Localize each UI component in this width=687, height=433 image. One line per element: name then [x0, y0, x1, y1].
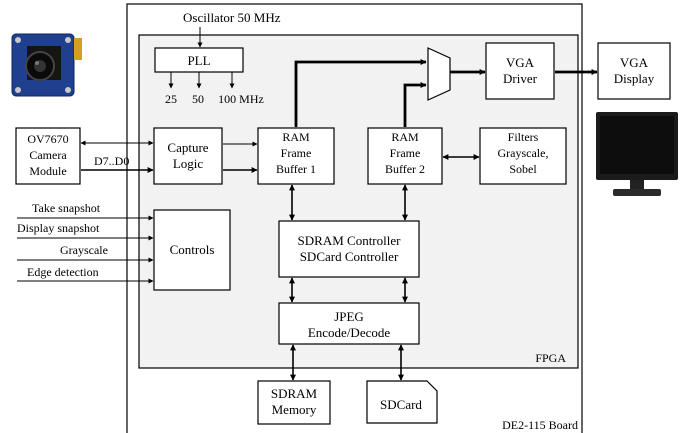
filters-line3: Sobel — [509, 162, 537, 176]
sdram-memory-block — [257, 380, 331, 425]
camera-module-image — [11, 33, 82, 97]
sdcard-block — [366, 380, 438, 424]
jpeg-line1: JPEG — [334, 309, 364, 324]
camera-line3: Module — [29, 164, 66, 178]
camera-module-block — [15, 127, 81, 185]
ram2-to-mux-arrow — [403, 82, 427, 127]
ram1-to-mux-arrow — [294, 59, 427, 127]
monitor-image — [596, 112, 678, 196]
capture-line2: Logic — [173, 156, 204, 171]
control-input-edge-detection: Edge detection — [27, 265, 99, 279]
ram1-line3: Buffer 1 — [276, 162, 316, 176]
camera-line1: OV7670 — [27, 132, 68, 146]
control-input-take-snapshot: Take snapshot — [32, 201, 101, 215]
fpga-label: FPGA — [535, 351, 566, 365]
filters-line2: Grayscale, — [498, 146, 549, 160]
pll-output-100: 100 MHz — [218, 92, 264, 106]
filters-block — [479, 127, 567, 185]
capture-line1: Capture — [167, 140, 208, 155]
sdram-sdcard-controller-block — [278, 220, 420, 278]
capture-logic-block — [153, 127, 223, 185]
control-input-display-snapshot: Display snapshot — [17, 221, 100, 235]
ram2-line2: Frame — [390, 146, 421, 160]
controls-label: Controls — [170, 242, 215, 257]
oscillator-label: Oscillator 50 MHz — [183, 10, 281, 25]
vga-display-line2: Display — [614, 71, 655, 86]
pll-output-50: 50 — [192, 92, 204, 106]
board-label: DE2-115 Board — [502, 418, 578, 432]
jpeg-line2: Encode/Decode — [308, 325, 391, 340]
vga-driver-line1: VGA — [506, 55, 535, 70]
controls-block — [153, 209, 231, 291]
ram-frame-buffer-2-block — [367, 127, 443, 185]
control-input-grayscale: Grayscale — [60, 243, 108, 257]
ram2-line1: RAM — [391, 130, 419, 144]
camera-bus-label: D7..D0 — [94, 154, 129, 168]
pll-label: PLL — [187, 53, 210, 68]
sdram-controller-label: SDRAM Controller — [298, 233, 402, 248]
sdram-memory-line2: Memory — [272, 402, 317, 417]
sdcard-controller-label: SDCard Controller — [300, 249, 399, 264]
jpeg-codec-block — [278, 302, 420, 345]
camera-line2: Camera — [29, 148, 67, 162]
video-multiplexer — [427, 47, 451, 101]
pll-block — [154, 47, 244, 73]
vga-driver-block — [485, 42, 555, 100]
pll-output-25: 25 — [165, 92, 177, 106]
sdram-memory-line1: SDRAM — [271, 386, 318, 401]
ram-frame-buffer-1-block — [257, 127, 335, 185]
vga-display-line1: VGA — [620, 55, 649, 70]
sdcard-label: SDCard — [380, 397, 422, 412]
ram2-line3: Buffer 2 — [385, 162, 425, 176]
vga-driver-line2: Driver — [503, 71, 538, 86]
ram1-line2: Frame — [281, 146, 312, 160]
vga-display-block — [597, 42, 671, 100]
ram1-line1: RAM — [282, 130, 310, 144]
filters-line1: Filters — [508, 130, 539, 144]
